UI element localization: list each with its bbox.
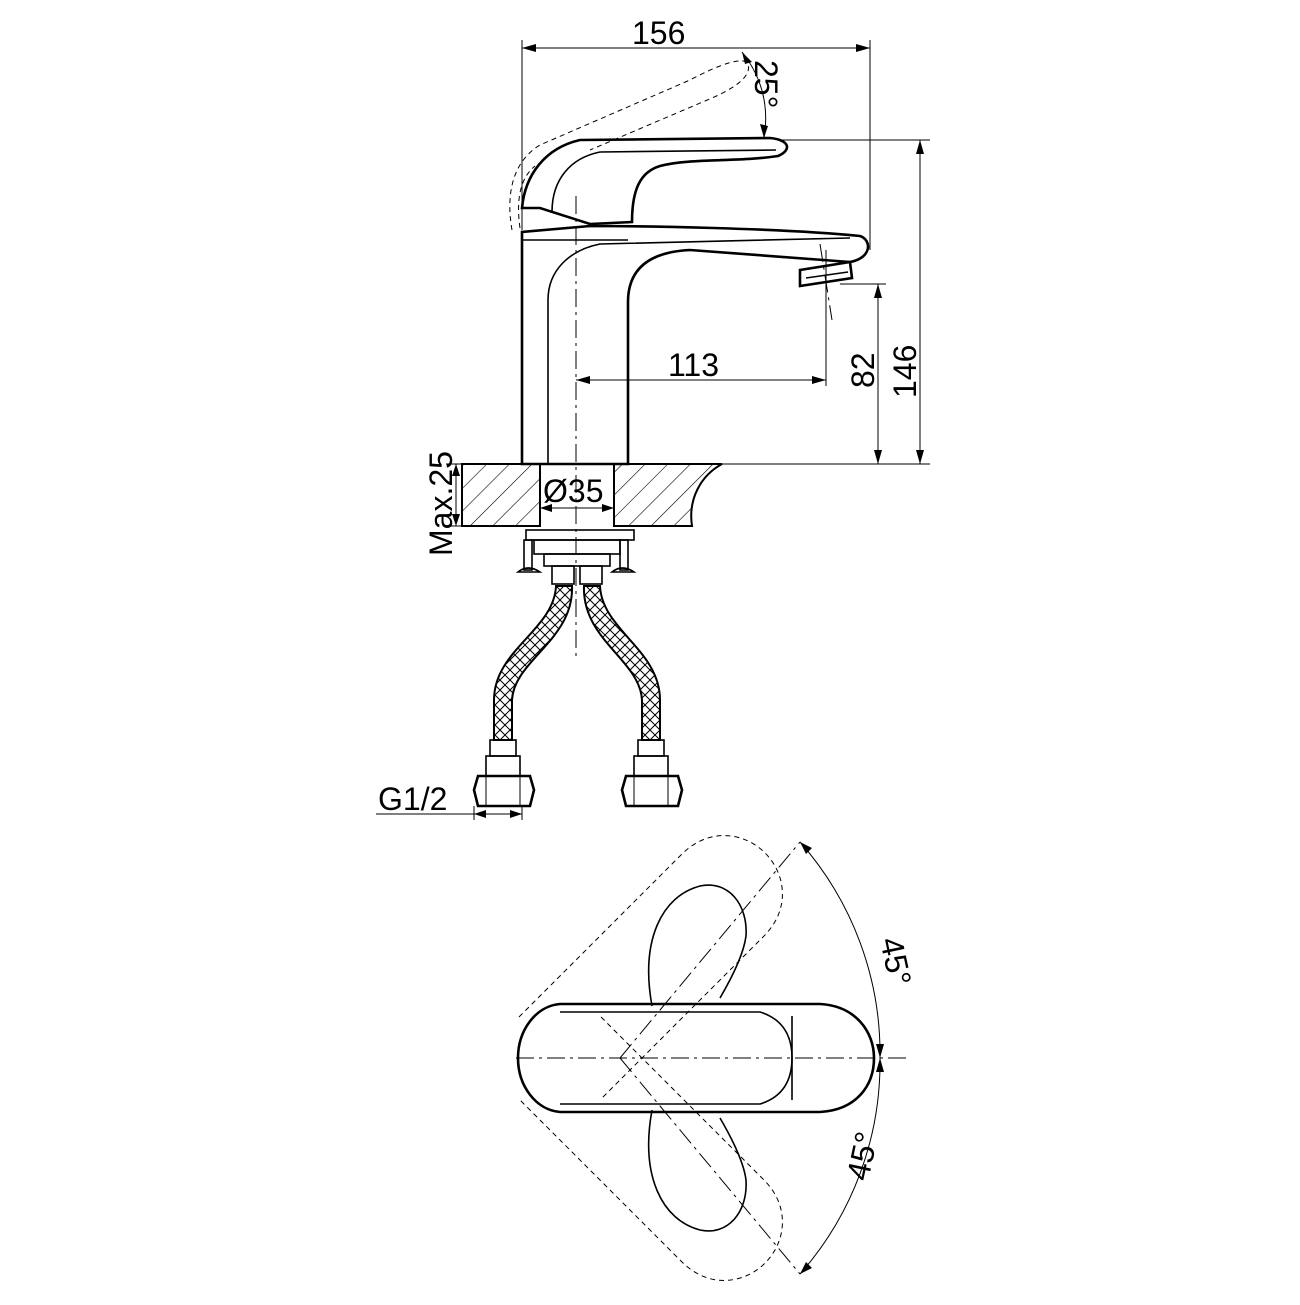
dimension-overall-height: 146 — [700, 139, 930, 465]
side-view: 156 25° 146 82 — [376, 15, 930, 820]
handle-upper-tip — [648, 884, 747, 1007]
lower-axis-line — [619, 1057, 801, 1275]
handle-rotated-upper — [518, 835, 783, 1100]
handle-rotated-lower — [518, 1016, 783, 1281]
handle-lower-tip — [648, 1109, 747, 1232]
dimension-25-label: 25° — [748, 60, 784, 108]
dimension-45-lower-label: 45° — [840, 1129, 885, 1184]
dimension-lever-angle: 25° — [741, 51, 784, 139]
lever-rotated-outline — [509, 60, 750, 231]
lever-handle — [520, 136, 789, 226]
dimension-spout-reach: 113 — [576, 250, 827, 386]
dimension-35-label: Ø35 — [543, 473, 603, 509]
faucet-body — [520, 224, 870, 466]
body-top-outline — [516, 1002, 876, 1114]
flexible-hoses — [472, 585, 684, 808]
aerator — [798, 260, 854, 288]
lever-rotated-outline-inner — [518, 165, 536, 229]
dimension-max25-label: Max.25 — [423, 451, 459, 556]
dimension-mounting-hole: Ø35 — [540, 473, 614, 512]
hose-nut-left — [472, 774, 536, 808]
dimension-overall-length: 156 — [521, 15, 871, 250]
dimension-max-thickness: Max.25 — [423, 451, 462, 556]
dimension-thread: G1/2 — [376, 781, 523, 820]
deck-section — [461, 463, 723, 527]
upper-axis-line — [619, 841, 801, 1059]
dimension-82-label: 82 — [845, 352, 881, 388]
hose-nut-right — [620, 774, 684, 808]
dimension-45-upper-label: 45° — [873, 934, 918, 989]
dimension-spout-clearance: 82 — [840, 283, 886, 464]
mounting-hardware — [515, 529, 637, 585]
dimension-113-label: 113 — [668, 347, 719, 383]
dimension-g12-label: G1/2 — [378, 781, 447, 817]
dimension-146-label: 146 — [887, 345, 923, 398]
top-view: 45° 45° — [516, 835, 918, 1281]
dimension-156-label: 156 — [632, 15, 685, 51]
